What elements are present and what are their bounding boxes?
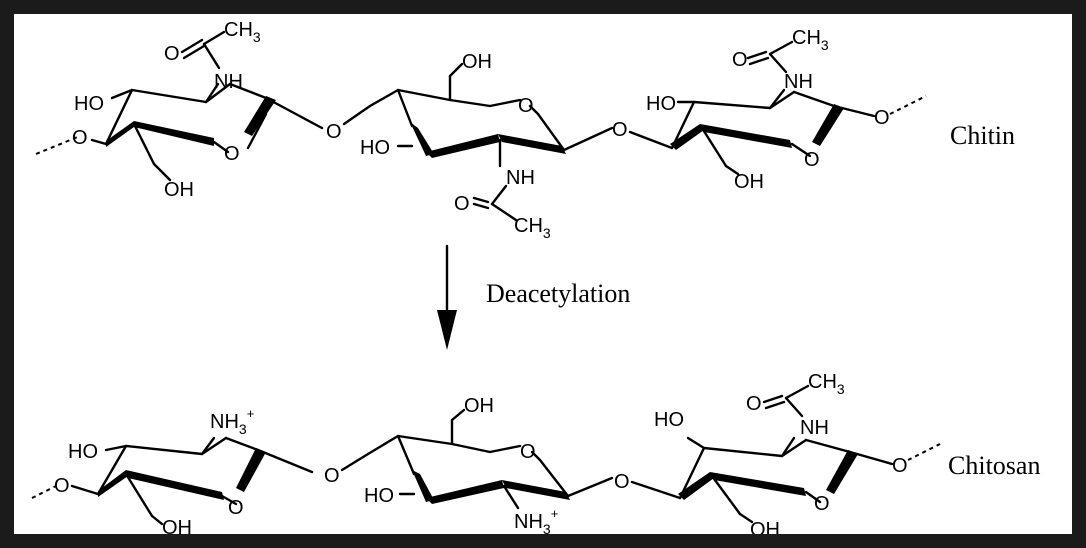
atom-ch3-1: CH3: [224, 19, 261, 45]
reaction-arrow: [437, 244, 457, 350]
atom-carbonyl-o-3: O: [732, 49, 748, 71]
atom-nh-1: NH: [214, 71, 243, 93]
acetyl-group-3: [746, 40, 794, 74]
atom-oh-b2: OH: [464, 395, 494, 417]
atom-glycosidic-o-2: O: [612, 119, 628, 141]
atom-oh-b1: OH: [162, 517, 192, 534]
chitin-structure: O HO O OH NH O CH3: [35, 19, 1015, 241]
atom-ring-o-2: O: [518, 95, 534, 117]
atom-ring-o-b3: O: [814, 493, 830, 515]
atom-o-terminal-right-b: O: [892, 455, 908, 477]
atom-ho-b2: HO: [364, 485, 394, 507]
acetyl-group-1: [180, 30, 226, 70]
atom-ring-o-b2: O: [520, 441, 536, 463]
atom-glycosidic-o-b1: O: [324, 465, 340, 487]
atom-ch3-b3: CH3: [808, 371, 845, 397]
arrow-head: [437, 310, 457, 350]
atom-ch3-2: CH3: [514, 215, 551, 241]
chitosan-ring-3: [678, 436, 894, 524]
chain-continuation-right: [889, 95, 927, 115]
atom-nh3-b2: NH3+: [514, 506, 558, 534]
chitosan-structure: O HO O OH NH3+ O: [31, 371, 1040, 534]
atom-o-terminal-b: O: [54, 475, 70, 497]
chitosan-ring-2: [366, 408, 614, 510]
label-chitosan: Chitosan: [948, 451, 1040, 480]
atom-ch3-3: CH3: [792, 27, 829, 53]
chain-continuation-left-bottom: [31, 485, 57, 499]
atom-oh-1: OH: [164, 179, 194, 201]
reaction-scheme: O HO O OH NH O CH3: [31, 19, 1040, 534]
atom-ring-o-1: O: [224, 143, 240, 165]
chitin-ring-2: [368, 62, 614, 168]
chitin-ring-3: [670, 88, 876, 176]
chitin-ring-1: [90, 82, 324, 182]
atom-ho-3: HO: [646, 93, 676, 115]
atom-nh-2: NH: [506, 167, 535, 189]
atom-ho-b1: HO: [68, 441, 98, 463]
atom-ho-b3: HO: [654, 409, 684, 431]
atom-o-terminal-right: O: [874, 107, 890, 129]
atom-carbonyl-o-b3: O: [746, 393, 762, 415]
atom-glycosidic-o-1: O: [326, 121, 342, 143]
atom-oh-2: OH: [462, 51, 492, 73]
chain-continuation-right-bottom: [907, 443, 941, 461]
atom-ring-o-3: O: [804, 149, 820, 171]
atom-nh-b3: NH: [800, 417, 829, 439]
label-chitin: Chitin: [950, 121, 1015, 150]
atom-o-terminal: O: [72, 127, 88, 149]
atom-ho-1: HO: [74, 93, 104, 115]
atom-carbonyl-o-1: O: [164, 43, 180, 65]
atom-oh-b3: OH: [750, 519, 780, 534]
diagram-canvas: O HO O OH NH O CH3: [14, 14, 1072, 534]
acetyl-group-2: [472, 184, 518, 222]
atom-carbonyl-o-2: O: [454, 193, 470, 215]
atom-oh-3: OH: [734, 171, 764, 193]
atom-ho-2: HO: [360, 137, 390, 159]
atom-ring-o-b1: O: [228, 497, 244, 519]
atom-glycosidic-o-b2: O: [614, 471, 630, 493]
acetyl-group-b3: [762, 384, 810, 418]
chitosan-ring-1: [70, 436, 314, 526]
label-deacetylation: Deacetylation: [486, 279, 630, 308]
atom-nh-3: NH: [784, 71, 813, 93]
atom-nh3-b1: NH3+: [210, 406, 254, 437]
